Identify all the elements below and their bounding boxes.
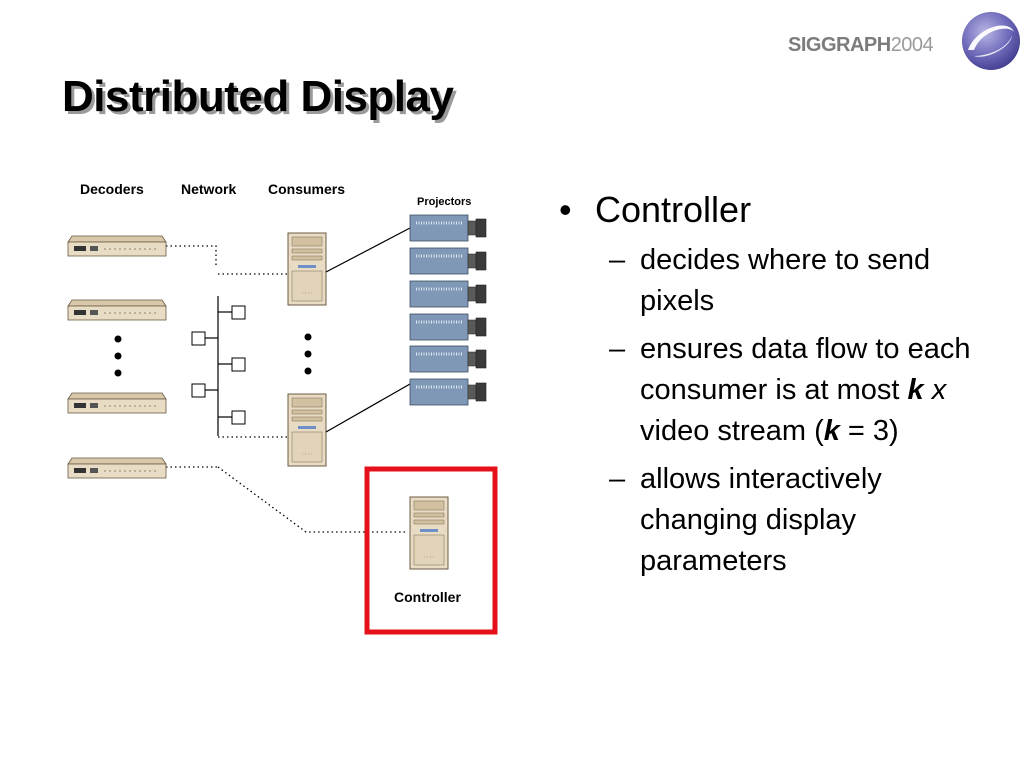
projector [408, 279, 488, 309]
bullet-list: Controller – decides where to send pixel… [555, 188, 1005, 589]
x-symbol: x [931, 374, 947, 406]
k-variable: k [823, 415, 840, 447]
sub-bullet-text: allows interactively changing display pa… [640, 463, 882, 577]
controller-computer [409, 496, 449, 570]
projector [408, 377, 488, 407]
consumer-ellipsis-dots [304, 333, 312, 375]
consumer-computer [287, 232, 327, 306]
projector [408, 344, 488, 374]
siggraph-logo: SIGGRAPH2004 [780, 10, 1020, 76]
controller-label: Controller [394, 589, 461, 605]
sub-bullet-allows: – allows interactively changing display … [555, 459, 1005, 582]
sub-bullet-text: video stream ( [640, 415, 824, 447]
network-label: Network [181, 181, 236, 197]
network-node [231, 410, 246, 425]
network-node [231, 357, 246, 372]
decoder-device [67, 457, 167, 479]
logo-year: 2004 [890, 34, 934, 56]
decoder-device [67, 299, 167, 321]
sub-bullet-text: decides where to send pixels [640, 244, 931, 317]
decoders-label: Decoders [80, 181, 144, 197]
logo-word: SIGGRAPH [788, 34, 891, 56]
sub-bullet-text: = 3) [839, 415, 899, 447]
bullet-controller: Controller [555, 188, 1005, 232]
logo-text: SIGGRAPH2004 [788, 34, 934, 57]
network-switch-tree [205, 296, 232, 436]
distributed-display-diagram: Decoders Network Consumers Projectors [67, 181, 498, 635]
network-node [231, 305, 246, 320]
dash: – [609, 333, 626, 365]
sub-bullet-text: ensures data flow to each consumer is at… [640, 333, 971, 406]
consumer-computer [287, 393, 327, 467]
dash: – [609, 463, 626, 495]
projector [408, 312, 488, 342]
network-node [191, 331, 206, 346]
siggraph-swirl-icon [962, 12, 1020, 70]
decoder-device [67, 392, 167, 414]
network-node [191, 383, 206, 398]
network-links [166, 245, 408, 533]
decoder-ellipsis-dots [114, 335, 122, 377]
dash: – [609, 244, 626, 276]
decoder-device [67, 235, 167, 257]
projector [408, 213, 488, 243]
projectors-label: Projectors [417, 196, 471, 208]
sub-bullet-decides: – decides where to send pixels [555, 240, 1005, 322]
k-variable: k [907, 374, 924, 406]
consumers-label: Consumers [268, 181, 345, 197]
controller-highlight-box [364, 466, 498, 635]
sub-bullet-ensures: – ensures data flow to each consumer is … [555, 329, 1005, 452]
projector-links [325, 227, 411, 433]
slide-title: Distributed Display [62, 72, 454, 121]
projector [408, 246, 488, 276]
